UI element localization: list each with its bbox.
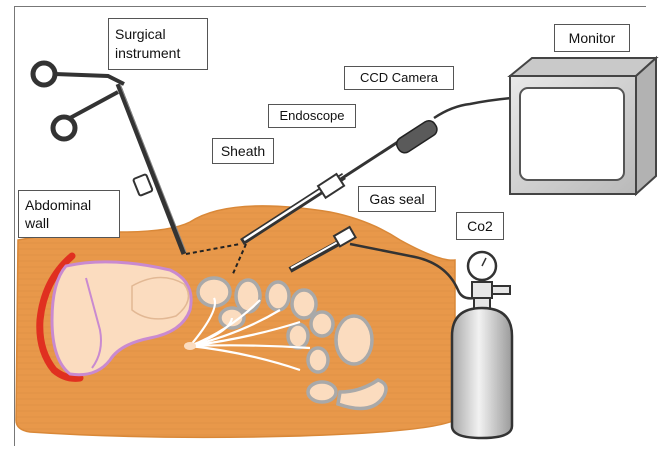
bowel-loop bbox=[308, 382, 336, 402]
label-monitor: Monitor bbox=[554, 24, 630, 52]
label-text: Surgical instrument bbox=[115, 26, 180, 61]
instrument-handle bbox=[55, 74, 124, 84]
label-ccd-camera: CCD Camera bbox=[344, 66, 454, 90]
label-surgical-instrument: Surgical instrument bbox=[108, 18, 208, 70]
bowel-loop bbox=[336, 316, 372, 364]
monitor-screen bbox=[520, 88, 624, 180]
regulator-knob bbox=[492, 286, 510, 294]
monitor bbox=[510, 58, 656, 194]
instrument-ring-bottom bbox=[53, 117, 75, 139]
label-sheath: Sheath bbox=[212, 138, 274, 164]
monitor-side bbox=[510, 58, 656, 76]
label-text: CCD Camera bbox=[360, 70, 438, 85]
instrument-ring-top bbox=[33, 63, 55, 85]
bowel-loop bbox=[236, 280, 260, 312]
mesentery-root bbox=[184, 342, 196, 350]
bowel-loop bbox=[267, 282, 289, 310]
instrument-shaft-highlight bbox=[120, 84, 186, 252]
bowel-loop bbox=[308, 348, 328, 372]
co2-cylinder bbox=[452, 252, 512, 438]
bowel-loop bbox=[292, 290, 316, 318]
label-text: Gas seal bbox=[369, 191, 424, 207]
cylinder-body bbox=[452, 308, 512, 438]
label-co2: Co2 bbox=[456, 212, 504, 240]
instrument-trocar bbox=[133, 174, 153, 196]
regulator-body bbox=[472, 282, 492, 298]
endoscope-rod bbox=[330, 138, 404, 186]
label-text: Abdominal wall bbox=[25, 197, 91, 231]
stomach-organ bbox=[132, 277, 189, 318]
camera-cable bbox=[434, 98, 512, 118]
label-endoscope: Endoscope bbox=[268, 104, 356, 128]
ccd-camera-body bbox=[394, 118, 440, 155]
label-text: Endoscope bbox=[279, 108, 344, 123]
label-gas-seal: Gas seal bbox=[358, 186, 436, 212]
label-abdominal-wall: Abdominal wall bbox=[18, 190, 120, 238]
bowel-loop bbox=[311, 312, 333, 336]
monitor-right bbox=[636, 58, 656, 194]
instrument-handle-2 bbox=[70, 92, 118, 118]
bowel-loop bbox=[288, 324, 308, 348]
label-text: Monitor bbox=[569, 30, 616, 46]
label-text: Sheath bbox=[221, 143, 265, 159]
instrument-shaft bbox=[118, 84, 184, 254]
label-text: Co2 bbox=[467, 218, 493, 234]
